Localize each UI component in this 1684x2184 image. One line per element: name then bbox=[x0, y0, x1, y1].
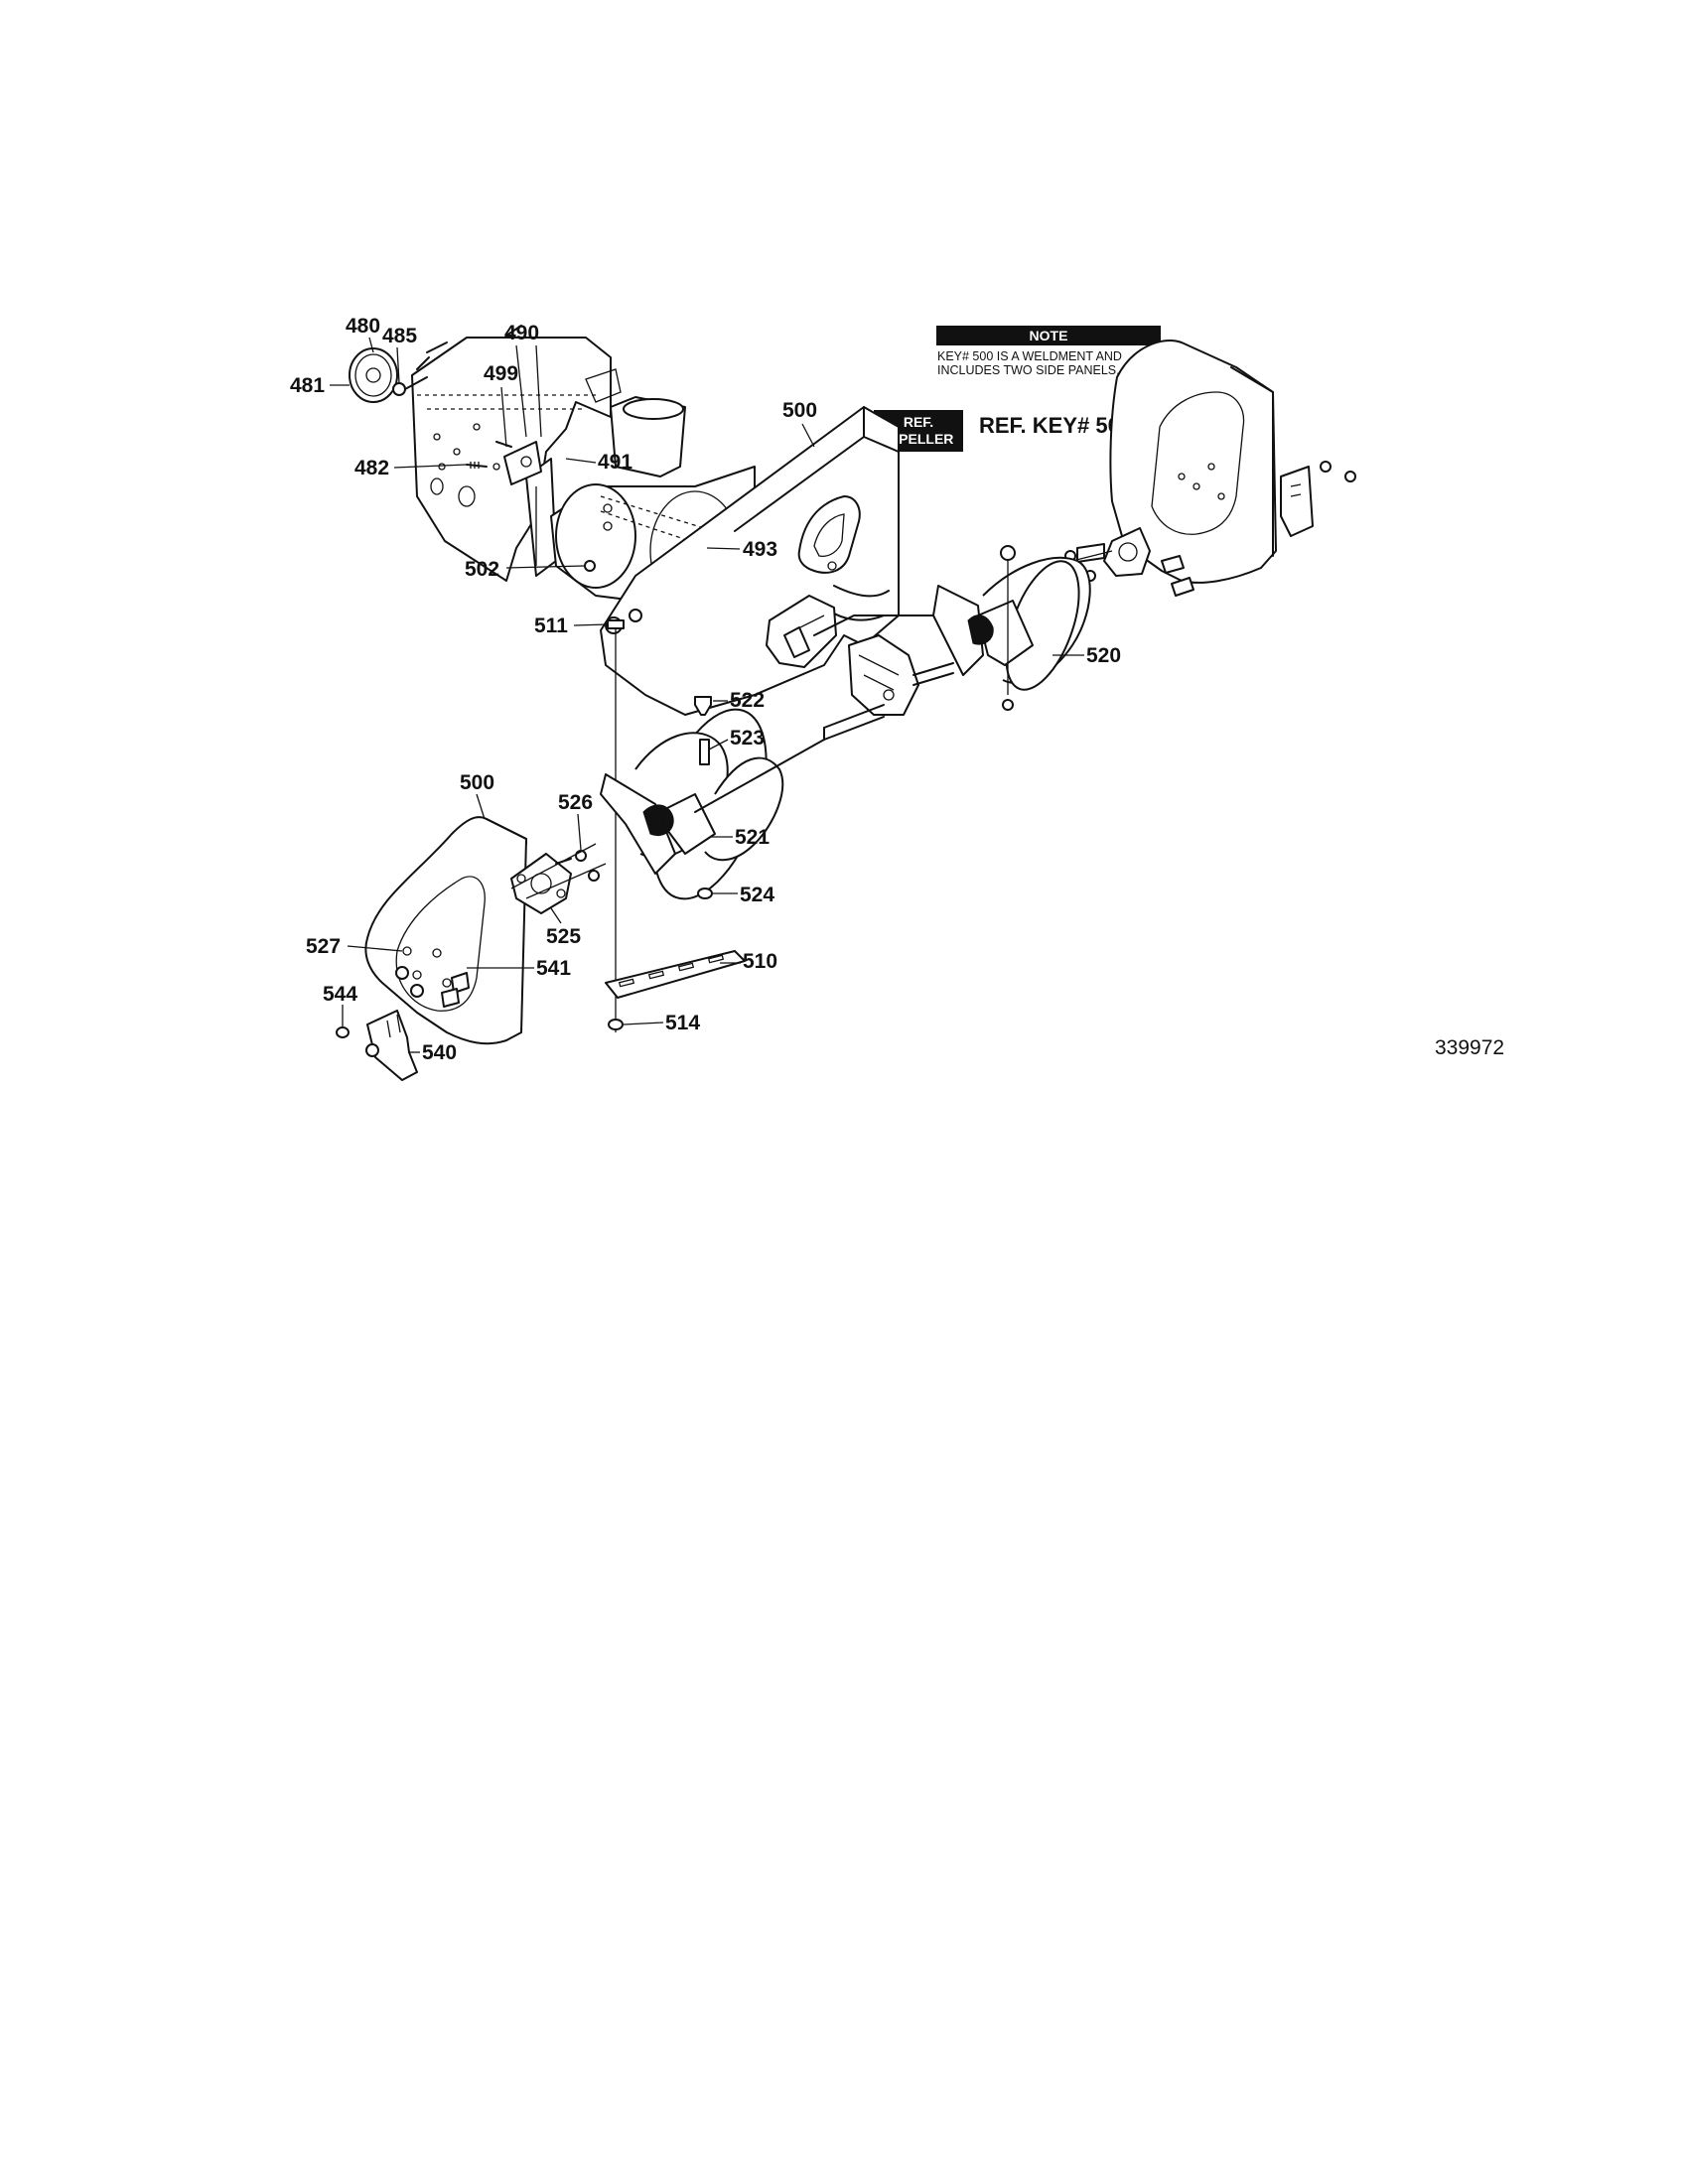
bracket-499 bbox=[503, 441, 542, 485]
callouts: 480 485 490 481 499 482 491 500 493 502 … bbox=[290, 315, 1121, 1064]
pin-482 bbox=[466, 464, 488, 468]
auger-520 bbox=[932, 545, 1091, 711]
callout-481: 481 bbox=[290, 374, 325, 397]
callout-482: 482 bbox=[354, 457, 389, 479]
callout-510: 510 bbox=[743, 950, 777, 973]
callout-525: 525 bbox=[546, 925, 581, 948]
bolt-511 bbox=[607, 619, 625, 629]
bolt-auger-520-top bbox=[1000, 545, 1016, 561]
knob-assembly bbox=[349, 347, 430, 403]
auger-shaft bbox=[823, 704, 885, 741]
callout-493: 493 bbox=[743, 538, 777, 561]
callout-527: 527 bbox=[306, 935, 341, 958]
washer-485 bbox=[392, 382, 406, 396]
note-box: NOTE KEY# 500 IS A WELDMENT AND INCLUDES… bbox=[936, 326, 1161, 377]
callout-526: 526 bbox=[558, 791, 593, 814]
side-panel-left bbox=[364, 816, 527, 1045]
shave-plate bbox=[605, 950, 746, 999]
callout-502: 502 bbox=[465, 558, 499, 581]
callout-485: 485 bbox=[382, 325, 417, 347]
bolt-522 bbox=[694, 696, 712, 716]
gearbox bbox=[848, 634, 919, 716]
callout-541: 541 bbox=[536, 957, 571, 980]
knob-480 bbox=[349, 347, 398, 403]
callout-522: 522 bbox=[730, 689, 765, 712]
nut-544 bbox=[336, 1026, 350, 1038]
ref-impeller-line-2: IMPELLER bbox=[884, 431, 954, 447]
callout-500-top: 500 bbox=[782, 399, 817, 422]
callout-480: 480 bbox=[346, 315, 380, 338]
callout-544: 544 bbox=[323, 983, 357, 1006]
note-title: NOTE bbox=[1030, 328, 1068, 343]
callout-524: 524 bbox=[740, 884, 774, 906]
callout-500-left: 500 bbox=[460, 771, 494, 794]
callout-491: 491 bbox=[598, 451, 632, 474]
gearbox-shaft bbox=[766, 595, 954, 741]
bearing-plate-right bbox=[1103, 527, 1151, 577]
auger-521 bbox=[600, 696, 825, 900]
diagram-number: 339972 bbox=[1435, 1036, 1504, 1059]
callout-490: 490 bbox=[504, 322, 539, 344]
callout-499: 499 bbox=[484, 362, 518, 385]
skid-540 bbox=[366, 1010, 418, 1081]
bolt-502 bbox=[584, 560, 596, 572]
side-panel-right bbox=[1109, 340, 1277, 584]
shave-plate-510 bbox=[605, 950, 746, 999]
callout-523: 523 bbox=[730, 727, 765, 750]
callout-520: 520 bbox=[1086, 644, 1121, 667]
nut-524 bbox=[697, 887, 713, 899]
nut-514 bbox=[608, 1019, 624, 1030]
left-side-panel bbox=[336, 816, 607, 1081]
note-line-2: INCLUDES TWO SIDE PANELS. bbox=[937, 363, 1120, 377]
callout-540: 540 bbox=[422, 1041, 457, 1064]
callout-511: 511 bbox=[534, 614, 568, 637]
skid-right bbox=[1280, 466, 1314, 537]
callout-521: 521 bbox=[735, 826, 770, 849]
note-line-1: KEY# 500 IS A WELDMENT AND bbox=[937, 349, 1122, 363]
note-header-bar bbox=[936, 326, 1161, 345]
ref-key-500-label: REF. KEY# 500 bbox=[979, 413, 1132, 438]
pin-523 bbox=[699, 739, 710, 765]
callout-514: 514 bbox=[665, 1012, 700, 1034]
ref-impeller-line-1: REF. bbox=[904, 414, 933, 430]
